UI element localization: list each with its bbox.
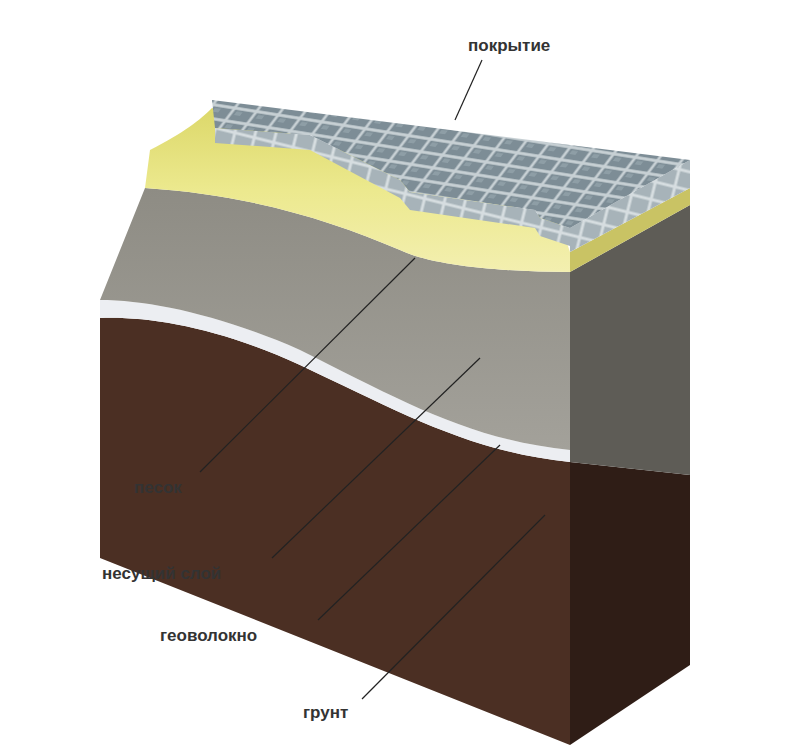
soil-side — [570, 462, 690, 745]
layer-label: несущий слой — [102, 564, 221, 584]
layer-label: покрытие — [468, 36, 550, 56]
leader-line — [362, 515, 545, 699]
layer-label: грунт — [303, 703, 348, 723]
leader-line — [455, 60, 482, 120]
leader-line — [318, 445, 500, 620]
leader-line — [272, 358, 480, 558]
leader-line — [200, 258, 415, 472]
layer-label: геоволокно — [160, 626, 257, 646]
layer-label: песок — [134, 478, 182, 498]
paving-top — [212, 100, 690, 228]
